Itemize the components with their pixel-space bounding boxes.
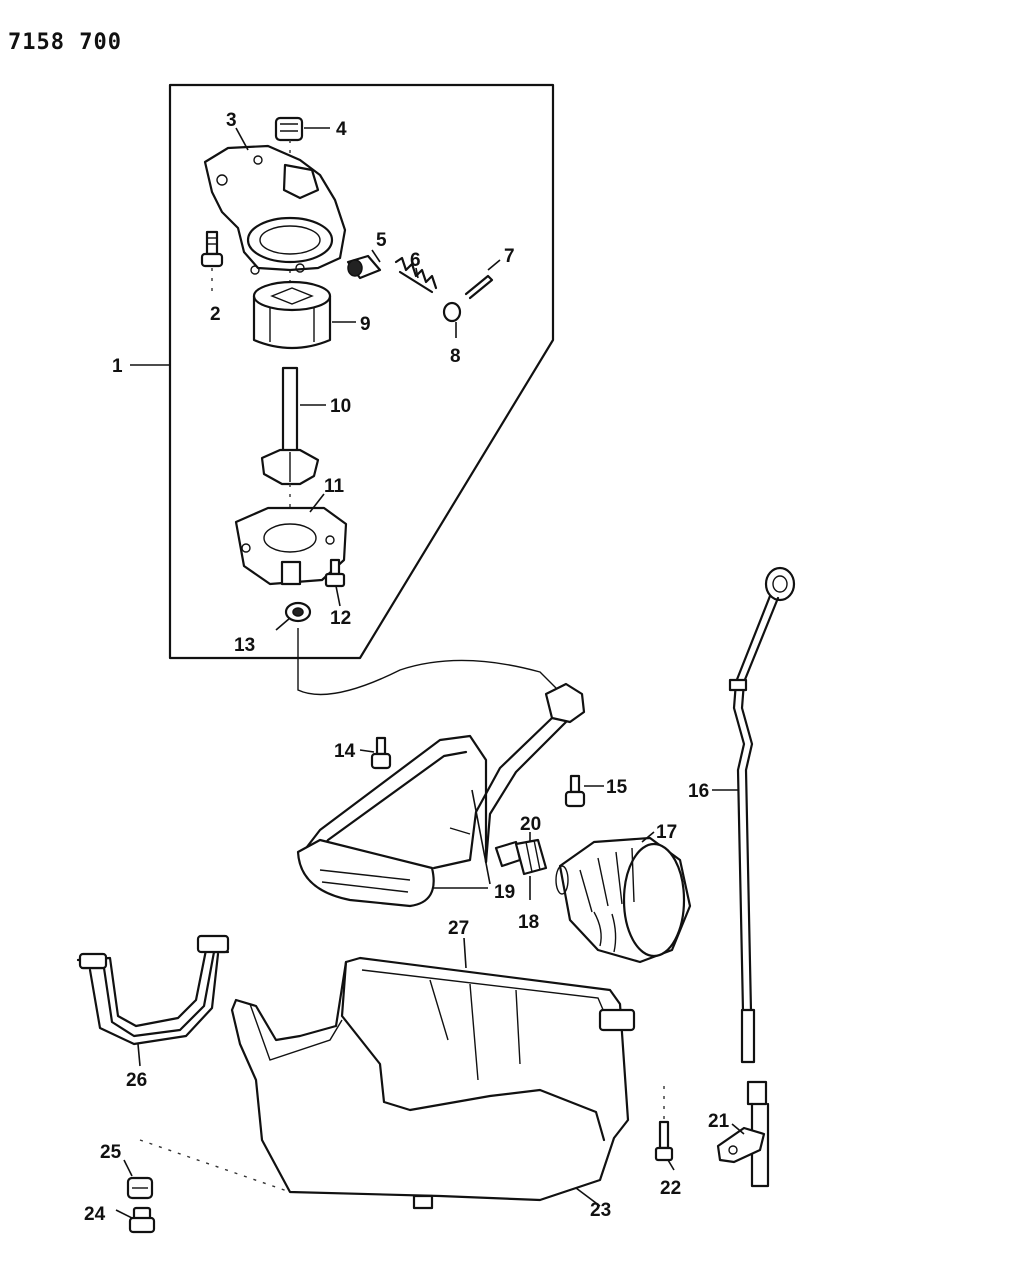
callout-1: 1 [112,356,123,377]
pan-gasket [76,934,230,1046]
callout-18: 18 [518,912,539,933]
cover-bolt [324,558,346,588]
callout-12: 12 [330,608,351,629]
pump-bolt [200,230,224,268]
drive-gear [274,116,304,142]
leader-6 [415,267,419,279]
pump-seal [284,601,312,623]
pickup-bolt-14 [370,736,392,770]
callout-24: 24 [84,1204,106,1225]
leader-5 [371,249,381,263]
retainer-cap [442,301,462,323]
callout-16: 16 [688,781,709,802]
oil-pan [230,956,636,1210]
leader-13 [275,617,291,631]
callout-27: 27 [448,918,469,939]
outer-rotor [252,280,332,350]
callout-13: 13 [234,635,255,656]
callout-21: 21 [708,1111,730,1132]
leader-12 [335,585,341,607]
callout-2: 2 [210,304,221,325]
callout-17: 17 [656,822,677,843]
leader-24 [115,1209,133,1219]
leader-11 [309,493,325,513]
callout-22: 22 [660,1178,681,1199]
dipstick-tube [716,1080,770,1188]
callout-3: 3 [226,110,237,131]
pump-to-pickup-line [297,628,559,696]
callout-25: 25 [100,1142,122,1163]
callout-15: 15 [606,777,628,798]
leader-26 [137,1043,141,1067]
pump-cover [234,506,348,586]
callout-7: 7 [504,246,515,267]
leader-25 [123,1159,133,1177]
pump-body [203,144,347,275]
leader-21 [731,1123,745,1135]
callout-9: 9 [360,314,371,335]
callout-10: 10 [330,396,351,417]
callout-20: 20 [520,814,541,835]
centerline-drain [139,1139,291,1193]
callout-6: 6 [410,250,421,271]
leader-17 [641,831,655,843]
filter-fitting [494,838,548,876]
oil-filter [555,836,692,964]
callout-23: 23 [590,1200,611,1221]
leader-23 [575,1187,601,1207]
drain-plug-gasket [126,1176,154,1200]
drain-plug [128,1206,156,1234]
callout-14: 14 [334,741,356,762]
pan-bolt-22 [654,1120,674,1162]
leader-27 [463,937,467,969]
callout-26: 26 [126,1070,147,1091]
callout-4: 4 [336,119,347,140]
leader-7 [487,259,501,271]
callout-11: 11 [324,476,345,497]
callout-19: 19 [494,882,515,903]
pickup-bolt-15 [564,774,586,808]
dipstick [728,566,796,1064]
leader-19a [471,789,491,885]
oil-pump-assembly-outline [168,83,555,660]
relief-valve [346,254,382,280]
callout-8: 8 [450,346,461,367]
diagram-code: 7158 700 [8,30,122,55]
relief-spring [394,256,438,294]
leader-3 [235,127,249,151]
pump-shaft [260,366,320,486]
oil-pickup-screen [296,682,586,908]
cotter-pin [464,274,494,300]
callout-5: 5 [376,230,387,251]
leader-14 [359,749,375,753]
leader-22 [667,1159,675,1171]
